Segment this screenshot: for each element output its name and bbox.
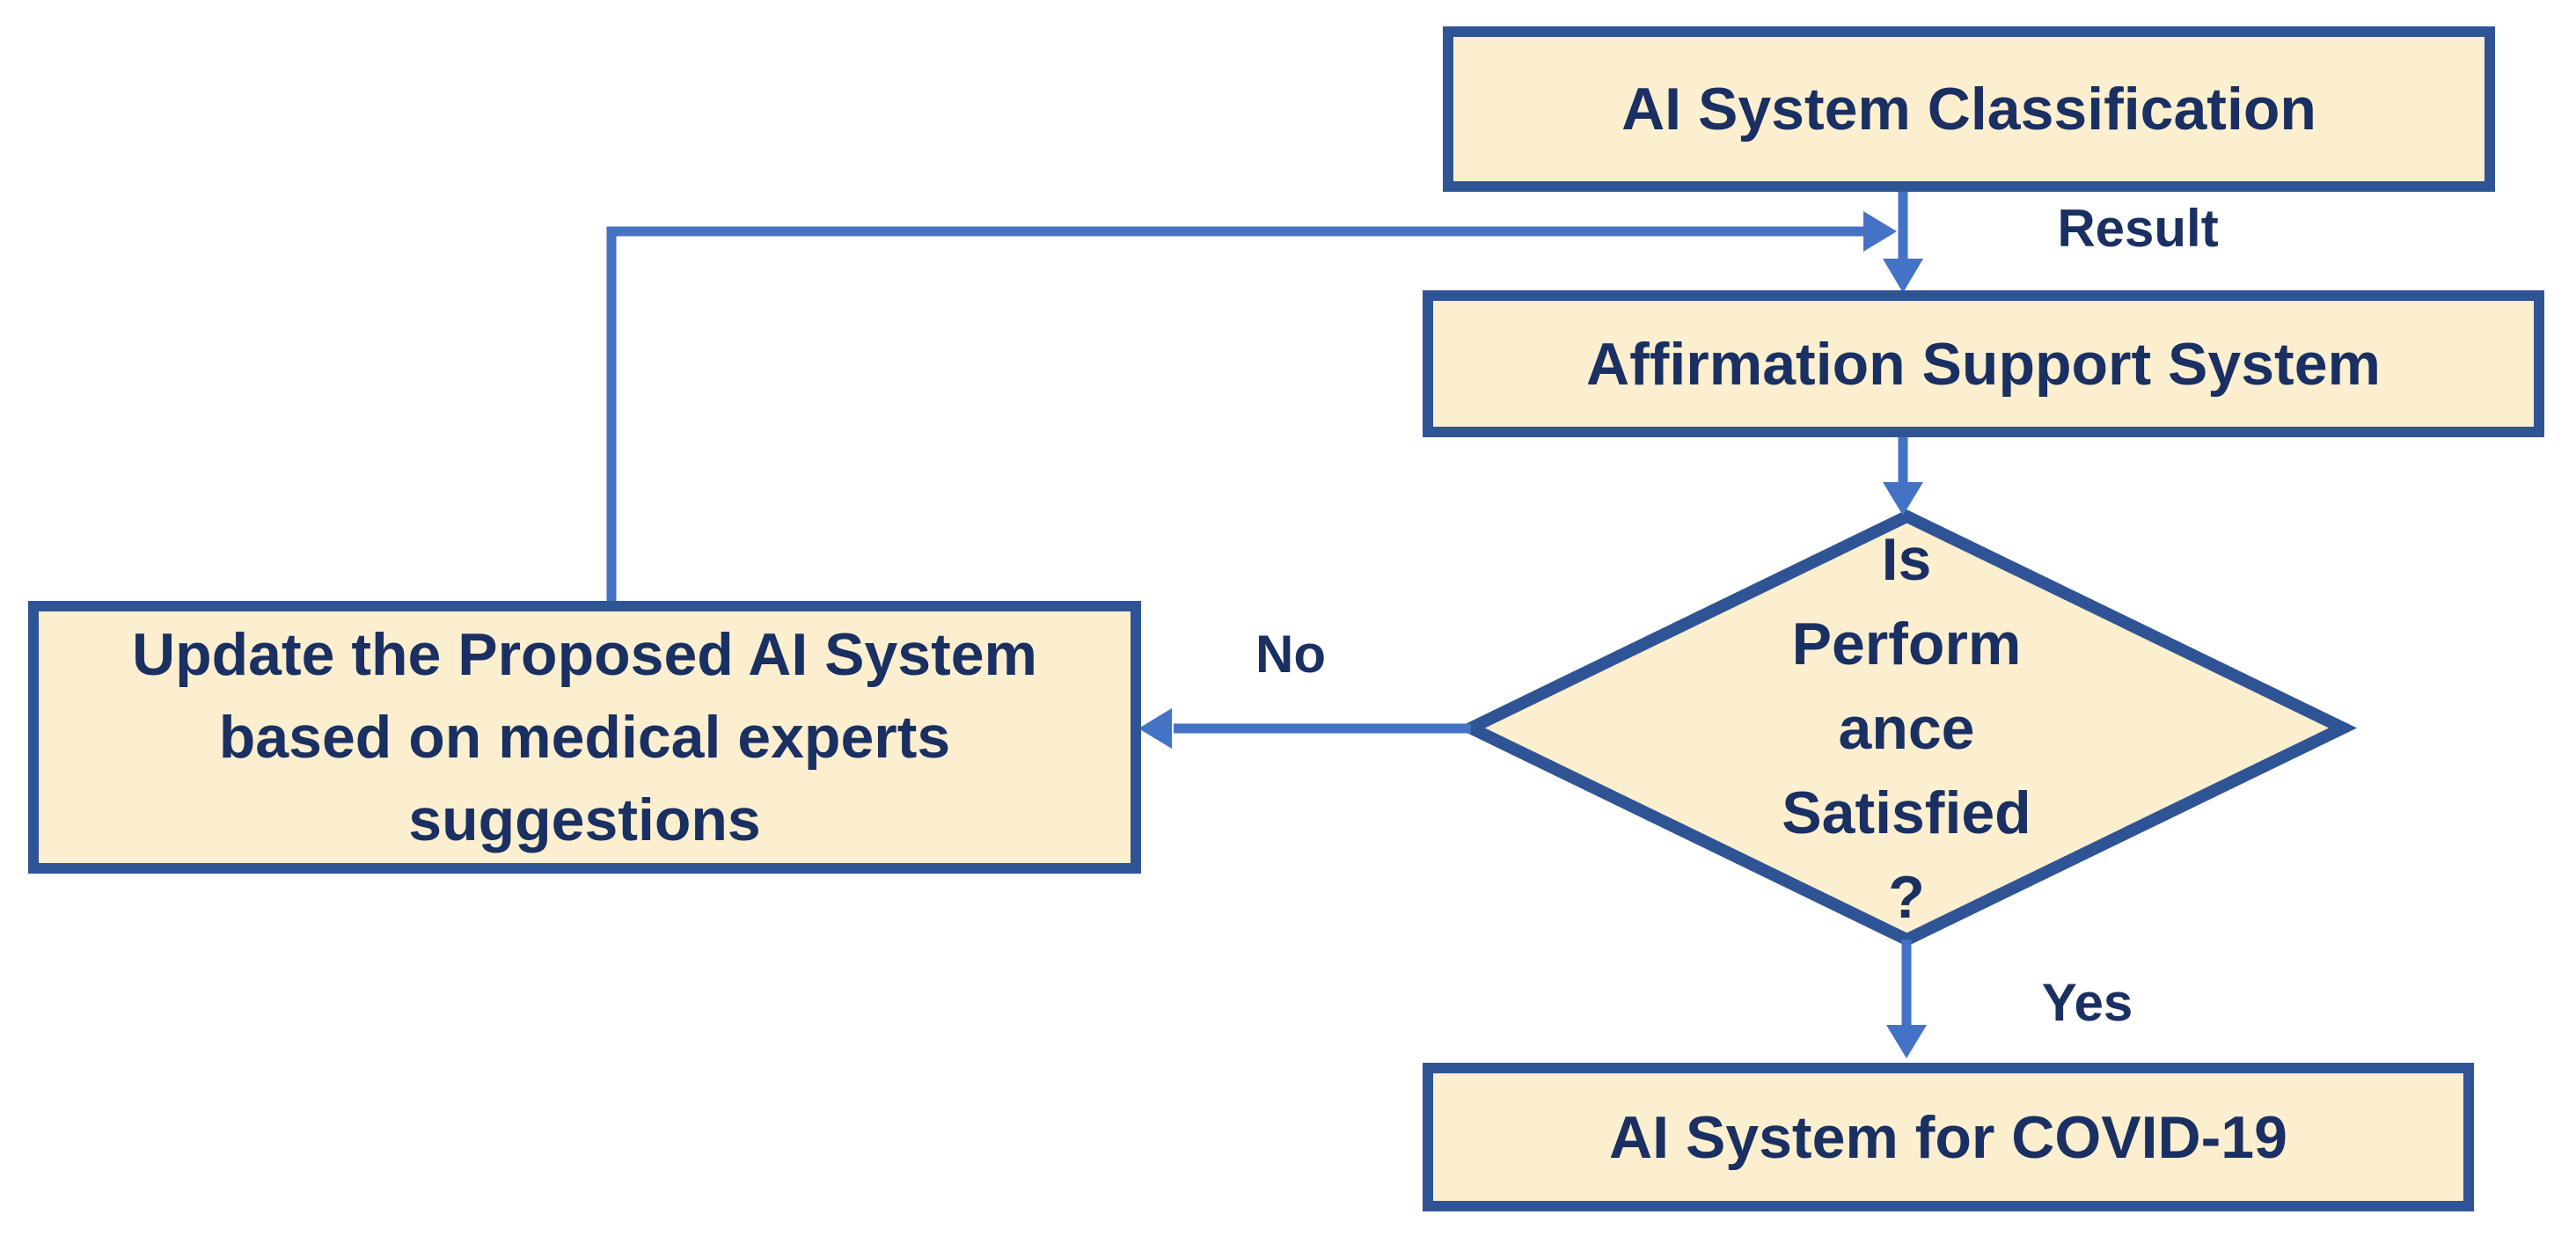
arrowhead-down-icon (1883, 482, 1923, 516)
arrowhead-right-icon (1863, 211, 1897, 252)
node-affirmation-support-system: Affirmation Support System (1423, 290, 2544, 437)
node-decision-shape (1456, 509, 2358, 947)
edge-label-yes: Yes (2041, 973, 2133, 1032)
node-label: AI System for COVID-19 (1609, 1103, 2287, 1171)
edge-decision-to-update-no (1138, 708, 1471, 749)
node-label: Update the Proposed AI System based on m… (131, 621, 1038, 853)
node-update-proposed-ai-system: Update the Proposed AI System based on m… (28, 601, 1141, 874)
arrowhead-down-icon (1883, 259, 1923, 293)
node-decision-label: Is Perform ance Satisfied ? (1782, 526, 2031, 931)
edge-classification-to-affirmation (1883, 192, 1923, 293)
edge-update-feedback (606, 211, 1897, 601)
arrowhead-down-icon (1886, 1025, 1927, 1058)
edge-affirmation-to-decision (1883, 437, 1923, 516)
node-label: AI System Classification (1621, 76, 2316, 143)
edge-label-result: Result (2057, 199, 2219, 258)
edge-label-no: No (1255, 625, 1326, 684)
node-label: Affirmation Support System (1586, 330, 2381, 398)
node-ai-system-for-covid-19: AI System for COVID-19 (1423, 1063, 2474, 1211)
node-ai-system-classification: AI System Classification (1443, 26, 2495, 192)
edge-decision-to-covid-yes (1886, 940, 1927, 1058)
arrowhead-left-icon (1138, 708, 1172, 749)
